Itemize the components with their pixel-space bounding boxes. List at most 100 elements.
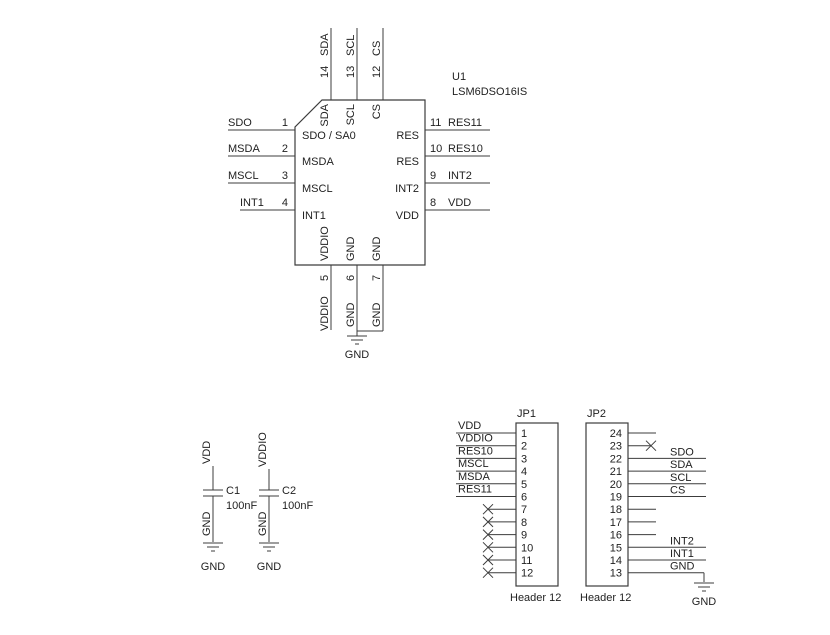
jp1-pin-10: 10 [521,542,533,554]
net-label-jp1-res10: RES10 [458,445,493,457]
pin-number-4: 4 [282,197,288,209]
net-label-res10: RES10 [448,143,483,155]
jp1-pin-11: 11 [521,555,532,567]
net-label-jp2-sda: SDA [670,459,693,471]
jp1-body [515,422,559,587]
jp2-body [585,422,629,587]
jp1-no-connect-x [482,503,494,579]
jp1-pin-9: 9 [521,530,527,542]
net-label-gnd-7: GND [371,303,383,328]
jp2-no-connect-x [645,440,657,452]
net-label-jp2-int1: INT1 [670,548,694,560]
pin-name-int2: INT2 [395,183,419,195]
c2-gnd-symbol [259,542,279,552]
pin-name-scl: SCL [345,104,357,125]
net-label-vddio-bottom: VDDIO [319,296,331,331]
net-label-int1: INT1 [240,197,264,209]
pin-name-sda: SDA [319,103,331,126]
jp1-pin-6: 6 [521,492,527,504]
c2-gnd-label: GND [257,561,282,573]
c1-value: 100nF [226,500,257,512]
pin-name-vddio: VDDIO [319,226,331,261]
jp2-gnd-label: GND [692,596,717,608]
jp2-pin-18: 18 [610,504,622,516]
net-label-vdd-c1: VDD [201,441,213,464]
net-label-gnd-c1: GND [201,512,213,537]
pin-number-1: 1 [282,117,288,129]
jp1-pin-7: 7 [521,504,527,516]
jp1-pin-8: 8 [521,517,527,529]
net-label-jp2-sdo: SDO [670,446,694,458]
net-label-jp1-mscl: MSCL [458,458,489,470]
jp1-pin-wires [456,432,516,497]
u1-bottom-pin-wires [330,265,384,332]
pin-number-9: 9 [430,170,436,182]
jp2-pin-23: 23 [610,441,622,453]
c2-value: 100nF [282,500,313,512]
capacitor-c2: VDDIO C2 100nF GND GND [257,432,314,573]
pin-number-6: 6 [345,275,357,281]
pin-name-mscl: MSCL [302,183,333,195]
jp1-pin-2: 2 [521,441,527,453]
jp2-refdes: JP2 [587,408,606,420]
pin-name-gnd-6: GND [345,237,357,262]
header-jp1: JP1 Header 12 1 2 3 4 5 6 7 8 9 10 11 12… [456,408,561,604]
u1-part: LSM6DSO16IS [452,86,527,98]
pin-number-8: 8 [430,197,436,209]
net-label-msda: MSDA [228,143,260,155]
net-label-gnd-6: GND [345,303,357,328]
jp2-gnd-symbol [694,582,714,592]
jp2-pin-19: 19 [610,492,622,504]
jp1-pin-3: 3 [521,453,527,465]
jp1-pin-4: 4 [521,466,527,478]
pin-name-int1: INT1 [302,210,326,222]
jp2-pin-22: 22 [610,453,622,465]
ic-u1: U1 LSM6DSO16IS SDO MSDA MSCL INT1 1 2 3 … [228,28,527,361]
jp2-pin-21: 21 [610,466,622,478]
jp2-pin-16: 16 [610,530,622,542]
jp2-pin-14: 14 [610,555,622,567]
u1-gnd-label: GND [345,349,370,361]
net-label-vddio-c2: VDDIO [257,432,269,467]
c1-refdes: C1 [226,485,240,497]
net-label-cs-top: CS [371,41,383,56]
jp2-pin-15: 15 [610,542,622,554]
jp1-nc-stubs [488,508,516,574]
pin-number-2: 2 [282,143,288,155]
net-label-jp2-gnd: GND [670,561,695,573]
c1-plates [203,489,223,497]
c2-refdes: C2 [282,485,296,497]
net-label-jp1-vdd: VDD [458,420,481,432]
header-jp2: JP2 Header 12 GND 24 23 22 21 20 19 18 1… [580,408,716,608]
pin-name-vdd: VDD [396,210,419,222]
capacitor-c1: VDD C1 100nF GND GND [201,441,258,573]
jp2-pin-13: 13 [610,568,622,580]
u1-left-pin-wires [228,129,295,211]
jp1-refdes: JP1 [517,408,536,420]
pin-number-14: 14 [319,66,331,78]
jp2-pin-20: 20 [610,479,622,491]
net-label-jp1-res11: RES11 [458,484,492,496]
jp1-pin-12: 12 [521,568,533,580]
net-label-sda-top: SDA [319,33,331,56]
pin-number-11: 11 [430,117,441,129]
pin-number-7: 7 [371,275,383,281]
jp1-pin-1: 1 [521,428,527,440]
c1-gnd-label: GND [201,561,226,573]
jp2-pin-wires [628,432,706,582]
u1-refdes: U1 [452,71,466,83]
c2-plates [259,489,279,497]
net-label-jp1-vddio: VDDIO [458,433,493,445]
jp2-footprint: Header 12 [580,592,631,604]
jp1-pin-5: 5 [521,479,527,491]
pin-number-3: 3 [282,170,288,182]
u1-right-pin-wires [425,129,490,211]
net-label-vdd: VDD [448,197,471,209]
net-label-jp1-msda: MSDA [458,471,490,483]
net-label-scl-top: SCL [345,35,357,56]
pin-name-msda: MSDA [302,156,334,168]
pin-number-10: 10 [430,143,442,155]
jp2-pin-17: 17 [610,517,622,529]
